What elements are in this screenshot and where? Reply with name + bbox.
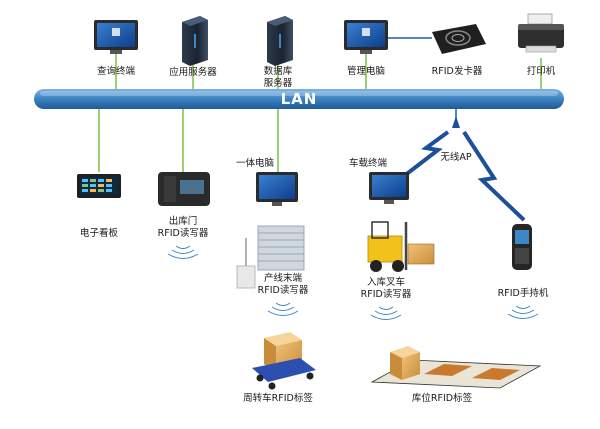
app-server-label: 应用服务器 xyxy=(169,66,217,78)
monitor-stand-icon xyxy=(272,202,282,206)
e-board-label: 电子看板 xyxy=(80,227,119,239)
mgmt-pc: 管理电脑 xyxy=(344,20,388,77)
rfid-issuer-label: RFID发卡器 xyxy=(432,65,483,77)
db-server: 数据库 服务器 xyxy=(264,16,293,89)
gate-reader: 出库门 RFID读写器 xyxy=(158,172,210,259)
gate-reader-display-icon xyxy=(180,180,204,194)
slot-tag: 库位RFID标签 xyxy=(370,346,542,404)
forklift-cage xyxy=(371,221,389,239)
e-board: 电子看板 xyxy=(77,174,121,239)
mount-icon xyxy=(384,200,394,204)
server-led-icon xyxy=(194,34,196,48)
gate-reader-label-line1: 出库门 xyxy=(169,215,198,227)
aio-pc-screen xyxy=(259,175,295,199)
forklift-body xyxy=(367,235,403,263)
handheld-label: RFID手持机 xyxy=(498,287,549,299)
wheel-icon xyxy=(306,372,314,380)
wireless-ap: 无线AP xyxy=(402,116,526,222)
app-server-top xyxy=(182,16,208,26)
lan-label: LAN xyxy=(281,90,318,108)
keypad-icon xyxy=(515,248,529,264)
slot-box-top xyxy=(390,346,420,358)
wheel-icon xyxy=(392,260,404,272)
monitor-stand-icon xyxy=(110,50,122,54)
cart-box-left xyxy=(264,338,276,372)
cart-base xyxy=(252,358,316,382)
windows-logo-icon xyxy=(362,28,370,36)
mgmt-pc-label: 管理电脑 xyxy=(347,65,385,77)
printer: 打印机 xyxy=(518,13,564,77)
lan-bus: LAN xyxy=(34,89,564,109)
vehicle-terminal-screen xyxy=(372,175,406,197)
line-reader-label-line2: RFID读写器 xyxy=(258,284,309,296)
line-reader-label-line1: 产线末端 xyxy=(264,272,303,284)
query-terminal: 查询终端 xyxy=(94,20,138,77)
cart-tag-label: 周转车RFID标签 xyxy=(243,392,313,404)
signal-waves-icon xyxy=(267,302,299,316)
lan-bar-highlight xyxy=(40,91,558,96)
monitor-stand-icon xyxy=(360,50,372,54)
db-server-label-line2: 服务器 xyxy=(264,77,293,89)
rfid-issuer-body xyxy=(432,24,486,54)
handheld-screen xyxy=(515,230,529,244)
wireless-bolt-left-icon xyxy=(402,130,450,178)
slot-box-left xyxy=(390,352,402,380)
server-led-icon xyxy=(279,34,281,48)
rfid-issuer-pad-icon xyxy=(445,30,471,46)
cart-box-top xyxy=(264,332,302,346)
rfid-issuer-pad-inner-icon xyxy=(451,34,465,42)
slot-tag-label: 库位RFID标签 xyxy=(412,392,473,404)
wireless-ap-label: 无线AP xyxy=(440,151,471,163)
printer-paper-icon xyxy=(527,13,553,25)
gate-reader-label-line2: RFID读写器 xyxy=(158,227,209,239)
printer-tray-icon xyxy=(525,45,557,53)
app-server: 应用服务器 xyxy=(169,16,217,78)
db-server-top xyxy=(267,16,293,26)
line-reader: 产线末端 RFID读写器 xyxy=(236,225,309,316)
forklift: 入库叉车 RFID读写器 xyxy=(361,221,435,320)
cart-tag: 周转车RFID标签 xyxy=(243,332,316,404)
wheel-icon xyxy=(370,260,382,272)
query-terminal-label: 查询终端 xyxy=(97,65,136,77)
signal-waves-icon xyxy=(370,306,402,320)
gate-reader-antenna xyxy=(164,176,176,202)
forklift-cargo-box xyxy=(407,243,435,265)
signal-waves-icon xyxy=(167,245,199,259)
wheel-icon xyxy=(256,374,264,382)
aio-pc: 一体电脑 xyxy=(236,157,298,206)
aio-pc-label: 一体电脑 xyxy=(236,157,274,169)
slot-tag-marker xyxy=(424,364,472,376)
rack-shelves-icon xyxy=(258,232,304,262)
slot-box-right xyxy=(402,352,420,380)
lan-bar xyxy=(34,89,564,109)
printer-label: 打印机 xyxy=(527,65,556,77)
windows-logo-icon xyxy=(112,28,120,36)
wireless-bolt-right-icon xyxy=(462,130,526,222)
handheld: RFID手持机 xyxy=(498,224,549,319)
slot-tag-marker xyxy=(472,368,520,380)
forklift-label-line1: 入库叉车 xyxy=(367,276,405,288)
bottom-links xyxy=(98,108,279,172)
vehicle-terminal: 车载终端 xyxy=(349,157,409,204)
antenna-icon xyxy=(452,116,460,128)
vehicle-terminal-label: 车载终端 xyxy=(349,157,388,169)
dashboard-grid-icon xyxy=(82,179,112,192)
db-server-label-line1: 数据库 xyxy=(264,65,293,77)
wheel-icon xyxy=(268,382,276,390)
top-links xyxy=(115,52,542,92)
line-reader-antenna-box xyxy=(236,265,256,289)
printer-top xyxy=(518,24,564,30)
signal-waves-icon xyxy=(507,305,539,319)
rfid-issuer: RFID发卡器 xyxy=(432,24,486,77)
forklift-label-line2: RFID读写器 xyxy=(361,288,412,300)
